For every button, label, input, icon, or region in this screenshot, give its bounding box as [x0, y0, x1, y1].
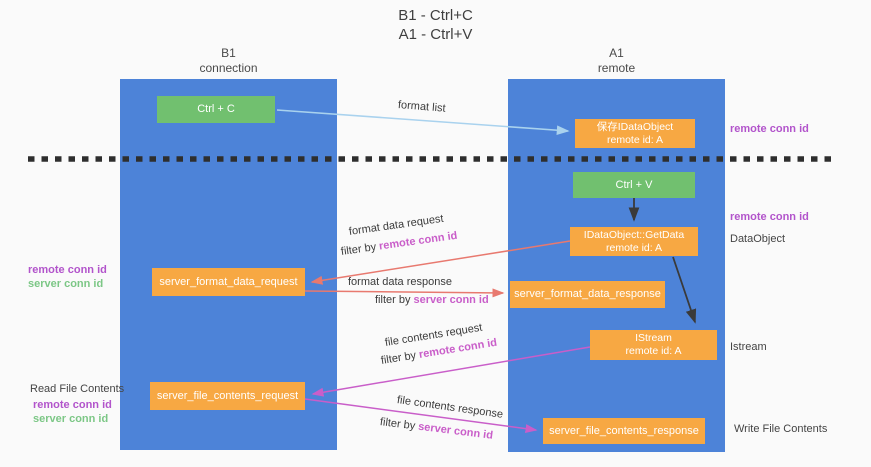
- node-save-dataobject-line1: 保存IDataObject: [596, 120, 674, 133]
- caption-format-list: format list: [397, 99, 447, 115]
- lane-header-a1: A1 remote: [508, 46, 725, 76]
- label-server-conn-id-left-top: server conn id: [28, 278, 104, 290]
- node-server-file-contents-response-label: server_file_contents_response: [549, 424, 699, 437]
- label-dataobject: DataObject: [730, 233, 786, 245]
- caption-filter-highlight: server conn id: [413, 294, 489, 306]
- node-ctrl-c: Ctrl + C: [157, 96, 275, 123]
- node-server-file-contents-response: server_file_contents_response: [543, 418, 705, 444]
- lane-header-b1: B1 connection: [120, 46, 337, 76]
- node-istream-line2: remote id: A: [625, 345, 682, 357]
- caption-filter-highlight: server conn id: [417, 420, 494, 442]
- caption-filter-prefix: filter by: [340, 240, 380, 258]
- label-write-file-contents: Write File Contents: [734, 423, 828, 435]
- node-save-dataobject: 保存IDataObject remote id: A: [575, 119, 695, 148]
- node-ctrl-v-label: Ctrl + V: [615, 178, 653, 191]
- node-server-file-contents-request-label: server_file_contents_request: [156, 389, 299, 402]
- node-save-dataobject-line2: remote id: A: [606, 133, 664, 146]
- caption-filter-prefix: filter by: [379, 416, 419, 433]
- node-istream-line1: IStream: [635, 332, 672, 344]
- label-remote-conn-id-right-mid: remote conn id: [730, 211, 809, 223]
- caption-filter-highlight: remote conn id: [378, 229, 459, 253]
- node-ctrl-c-label: Ctrl + C: [197, 103, 235, 115]
- label-read-file-contents: Read File Contents: [30, 383, 125, 395]
- lane-b1-role: connection: [199, 61, 258, 75]
- title-line-1: B1 - Ctrl+C: [398, 7, 473, 24]
- node-server-format-data-request-label: server_format_data_request: [159, 275, 298, 288]
- lane-b1-name: B1: [221, 46, 236, 60]
- caption-filter-prefix: filter by: [380, 349, 420, 367]
- node-server-format-data-response: server_format_data_response: [510, 281, 665, 308]
- node-istream: IStream remote id: A: [590, 330, 717, 360]
- title-line-2: A1 - Ctrl+V: [398, 26, 473, 43]
- caption-file-contents-response: file contents response: [396, 394, 504, 421]
- node-server-file-contents-request: server_file_contents_request: [150, 382, 305, 410]
- caption-format-data-response: format data response: [348, 276, 452, 288]
- node-server-format-data-response-label: server_format_data_response: [514, 288, 661, 300]
- node-ctrl-v: Ctrl + V: [573, 172, 695, 198]
- caption-format-data-response-filter: filter by server conn id: [375, 294, 489, 306]
- label-remote-conn-id-right-top: remote conn id: [730, 123, 809, 135]
- lane-a1-role: remote: [597, 61, 636, 75]
- caption-filter-prefix: filter by: [375, 294, 414, 306]
- label-server-conn-id-left-bottom: server conn id: [33, 413, 109, 425]
- label-remote-conn-id-left-bottom: remote conn id: [33, 399, 112, 411]
- lane-a1-name: A1: [609, 46, 624, 60]
- node-idataobject-getdata-line2: remote id: A: [605, 241, 663, 254]
- node-server-format-data-request: server_format_data_request: [152, 268, 305, 296]
- node-idataobject-getdata: IDataObject::GetData remote id: A: [570, 227, 698, 256]
- label-remote-conn-id-left-top: remote conn id: [28, 264, 107, 276]
- diagram-title: B1 - Ctrl+C A1 - Ctrl+V: [0, 6, 871, 44]
- caption-file-contents-response-filter: filter by server conn id: [379, 416, 493, 442]
- label-istream: Istream: [730, 341, 767, 353]
- node-idataobject-getdata-line1: IDataObject::GetData: [583, 228, 685, 241]
